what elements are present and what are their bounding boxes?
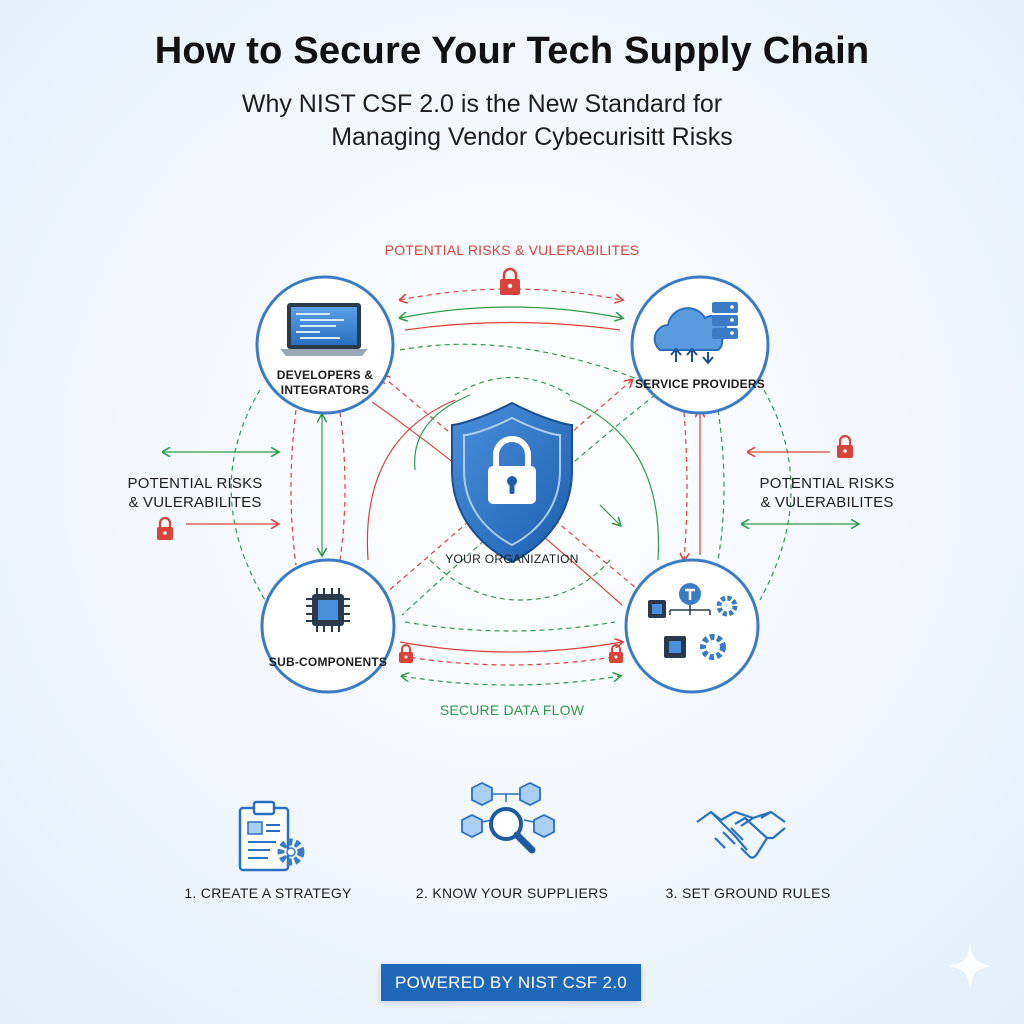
developers-label-line-1: DEVELOPERS & <box>276 368 374 382</box>
cloud-server-icon <box>653 302 738 365</box>
page-subtitle: Why NIST CSF 2.0 is the New Standard for… <box>0 88 1024 154</box>
page-title: How to Secure Your Tech Supply Chain <box>154 30 870 72</box>
left-risk-label-line-2: & VULERABILITES <box>128 494 262 511</box>
organization-shield-icon <box>451 401 573 564</box>
handshake-icon <box>696 810 786 859</box>
bottom-right-padlock-icon <box>609 644 623 663</box>
laptop-icon <box>280 303 368 356</box>
clipboard-gear-icon <box>238 800 305 872</box>
step-2-label: 2. KNOW YOUR SUPPLIERS <box>415 885 609 901</box>
powered-by-badge: POWERED BY NIST CSF 2.0 <box>381 964 641 1001</box>
developers-label-line-2: INTEGRATORS <box>280 383 370 397</box>
sub-components-label: SUB-COMPONENTS <box>268 655 388 669</box>
right-padlock-icon <box>837 434 853 458</box>
hardware-components-node <box>624 558 760 694</box>
chips-gears-icon <box>648 583 738 660</box>
service-providers-label: SERVICE PROVIDERS <box>635 377 765 391</box>
developers-label: DEVELOPERS & INTEGRATORS <box>255 368 395 398</box>
subtitle-line-1: Why NIST CSF 2.0 is the New Standard for <box>241 90 723 118</box>
network-magnifier-icon <box>461 781 555 854</box>
microchip-icon <box>306 588 350 632</box>
bottom-left-padlock-icon <box>399 644 413 663</box>
top-risk-label: POTENTIAL RISKS & VULERABILITES <box>384 242 640 258</box>
left-padlock-icon <box>157 516 173 540</box>
developers-node <box>255 275 395 415</box>
secure-flow-label: SECURE DATA FLOW <box>439 702 585 718</box>
right-risk-label-line-1: POTENTIAL RISKS <box>759 475 895 492</box>
organization-label: YOUR ORGANIZATION <box>445 552 579 566</box>
left-risk-label-line-1: POTENTIAL RISKS <box>127 475 263 492</box>
sparkle-watermark-icon <box>948 944 992 988</box>
step-1-label: 1. CREATE A STRATEGY <box>184 885 352 901</box>
subtitle-line-2: Managing Vendor Cybecurisitt Risks <box>331 123 733 151</box>
right-risk-label-line-2: & VULERABILITES <box>760 494 894 511</box>
step-3-label: 3. SET GROUND RULES <box>665 885 831 901</box>
service-providers-node <box>630 275 770 415</box>
right-risk-label: POTENTIAL RISKS & VULERABILITES <box>722 474 932 512</box>
top-padlock-icon <box>500 267 520 295</box>
sub-components-node <box>260 558 396 694</box>
left-risk-label: POTENTIAL RISKS & VULERABILITES <box>90 474 300 512</box>
